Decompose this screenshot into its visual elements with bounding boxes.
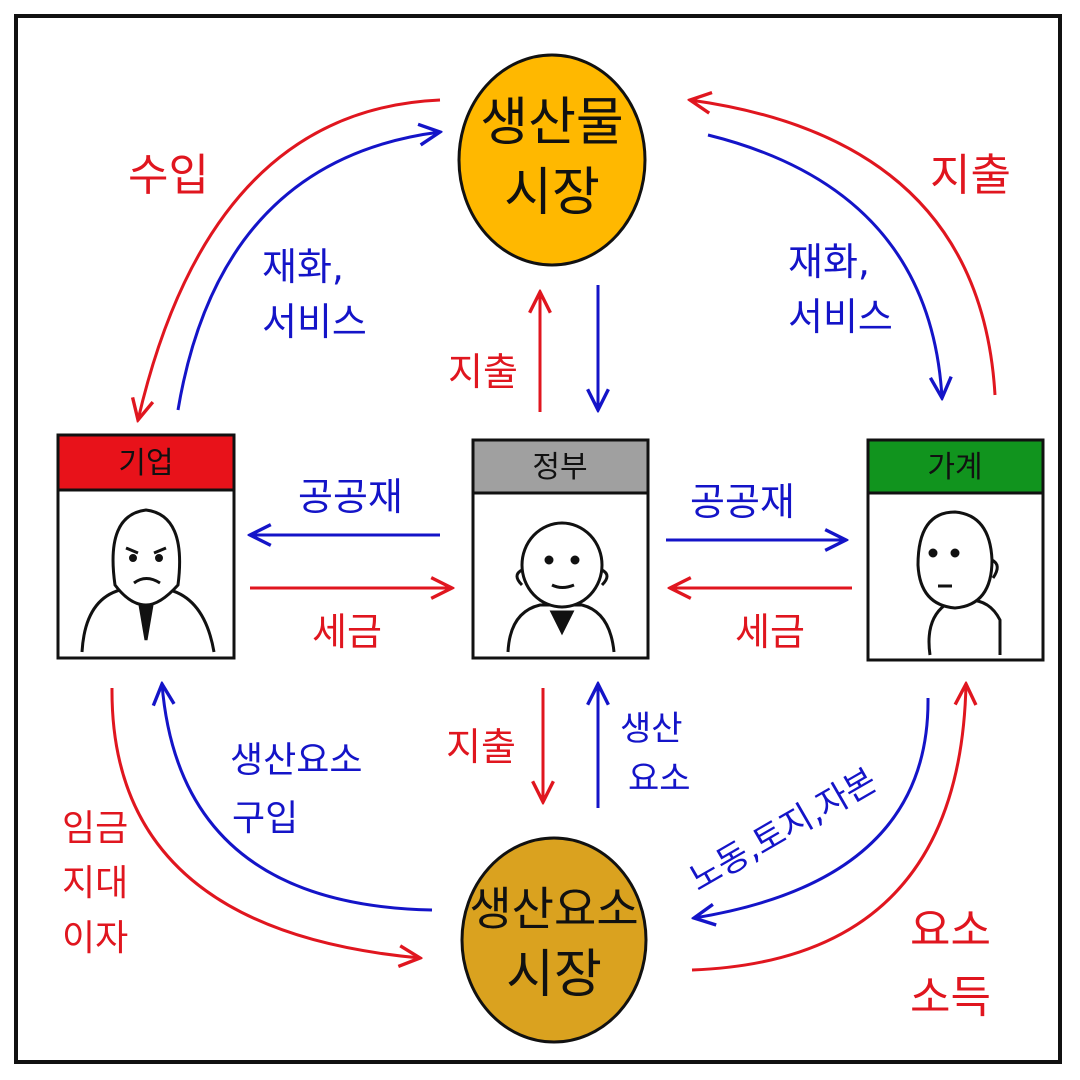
household-spending-arrow (690, 100, 997, 396)
gov-spending-product-label: 지출 (448, 350, 518, 394)
factor-market-line2: 시장 (506, 945, 602, 1005)
gov-spending-factor-label: 지출 (446, 725, 516, 769)
firm-tax-label: 세금 (312, 610, 382, 654)
goods-to-household-label-2: 서비스 (788, 295, 893, 339)
firm-title: 기업 (118, 446, 173, 481)
public-goods-to-household-label: 공공재 (690, 480, 795, 524)
interest-label: 이자 (62, 918, 128, 959)
factor-income-label-2: 소득 (910, 972, 991, 1023)
firm-panel: 기업 (56, 433, 236, 660)
factors-to-gov-label-2: 요소 (628, 759, 691, 799)
household-tax-label: 세금 (735, 610, 805, 654)
household-factors-arrow (694, 697, 930, 918)
household-avatar (916, 510, 1002, 656)
government-avatar (506, 521, 616, 653)
factor-market-line1: 생산요소 (469, 882, 638, 936)
goods-to-firm-label-2: 서비스 (262, 300, 367, 344)
product-market-line1: 생산물 (480, 93, 624, 153)
goods-to-market-arrow (176, 132, 440, 411)
government-panel: 정부 (471, 438, 650, 660)
product-market-line2: 시장 (504, 163, 600, 223)
household-panel: 가계 (866, 438, 1045, 662)
goods-to-firm-label-1: 재화, (262, 245, 344, 289)
product-market: 생산물 시장 (457, 53, 647, 267)
factor-purchase-label-2: 구입 (232, 798, 298, 839)
wages-label: 임금 (62, 808, 128, 849)
government-title: 정부 (532, 450, 587, 485)
household-factors-label: 노동,토지,자본 (683, 761, 884, 900)
factor-income-label-1: 요소 (910, 905, 991, 956)
revenue-arrow (138, 98, 441, 420)
revenue-label: 수입 (128, 150, 209, 201)
public-goods-to-firm-label: 공공재 (298, 475, 403, 519)
product-market-circle (457, 53, 647, 267)
household-spending-label: 지출 (930, 150, 1011, 201)
factor-purchase-label-1: 생산요소 (230, 740, 362, 781)
rent-label: 지대 (62, 863, 128, 904)
factor-market-circle (460, 836, 648, 1044)
factor-income-arrow (691, 684, 966, 972)
goods-to-household-arrow (707, 133, 942, 398)
goods-to-household-label-1: 재화, (788, 240, 870, 284)
firm-payments-arrow (110, 687, 420, 958)
factors-to-gov-label-1: 생산 (620, 709, 683, 749)
firm-avatar (80, 508, 216, 653)
household-title: 가계 (927, 450, 982, 485)
government-header (471, 438, 650, 495)
diagram-frame (14, 14, 1062, 1064)
factor-market: 생산요소 시장 (460, 836, 648, 1044)
factor-purchase-arrow (162, 684, 433, 912)
